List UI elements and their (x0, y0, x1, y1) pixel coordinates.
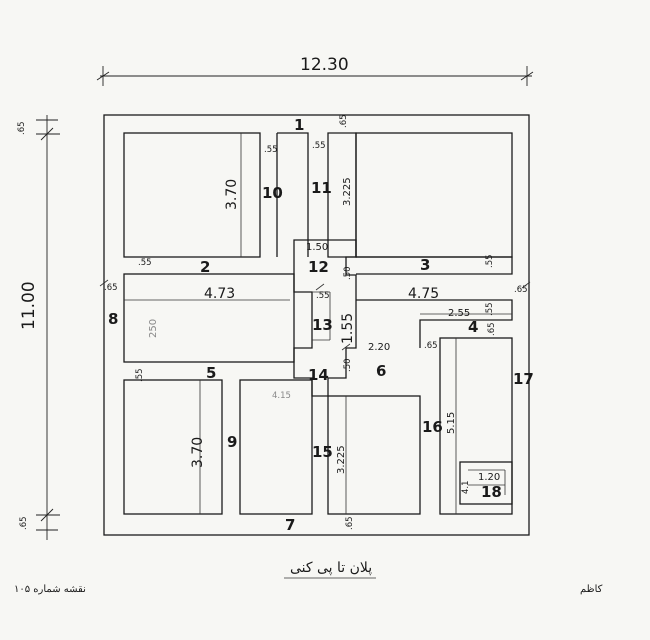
dim-left-room-top-gap: .55 (138, 258, 152, 268)
dim-bottom-center-offset: .65 (345, 516, 355, 530)
dim-room-bottom-mid-height: 3.225 (336, 445, 347, 474)
dim-top-center-a: .55 (264, 145, 278, 155)
wall-number-9: 9 (227, 433, 237, 451)
dim-top-center-b: .55 (312, 141, 326, 151)
wall-number-18: 18 (481, 483, 502, 501)
dim-right-span: 2.55 (448, 308, 470, 319)
dim-center-small-b: .50 (343, 358, 353, 372)
dim-top-center-right: .65 (339, 114, 349, 128)
outer-foundation (103, 114, 530, 536)
dim-center-vertical: 1.55 (340, 313, 356, 344)
wall-number-14: 14 (308, 366, 329, 384)
wall-number-15: 15 (312, 443, 333, 461)
room-bottom-right (439, 337, 513, 515)
wall-number-2: 2 (200, 258, 210, 276)
wall-number-17: 17 (513, 370, 534, 388)
dim-left-edge-offset: .65 (104, 283, 118, 293)
drawing-number-label: نقشه شماره ۱۰۵ (14, 584, 86, 595)
dim-right-step: .65 (487, 322, 497, 336)
wall-number-5: 5 (206, 364, 216, 382)
wall-number-4: 4 (468, 318, 478, 336)
dim-corridor-left-gap: .55 (135, 368, 145, 382)
wall-number-3: 3 (420, 256, 430, 274)
dim-faint-mark: 4.15 (272, 391, 291, 401)
corridor-right-top (356, 256, 513, 275)
tick-marks (99, 279, 531, 351)
room-bottom-mid-left (239, 379, 313, 515)
overall-height-label: 11.00 (19, 281, 39, 330)
dim-center-small-a: .50 (343, 266, 353, 280)
dim-room-top-left-height: 3.70 (224, 179, 240, 210)
top-offset-label: .65 (17, 121, 27, 135)
overall-width-label: 12.30 (300, 55, 349, 75)
small-box (459, 461, 513, 505)
room-top-left (123, 132, 261, 258)
wall-number-6: 6 (376, 362, 386, 380)
wall-number-8: 8 (108, 310, 118, 328)
dim-right-room-height: 5.15 (446, 412, 457, 434)
wall-number-11: 11 (311, 179, 332, 197)
room-top-right (355, 132, 513, 258)
wall-number-12: 12 (308, 258, 329, 276)
dim-right-mid-offset: .65 (424, 341, 438, 351)
dim-right-mid-width: 2.20 (368, 342, 390, 353)
room-outlines (123, 132, 513, 515)
overall-height-dimension: 11.00 .65 .65 (17, 115, 60, 540)
dim-center-width: 1.50 (306, 242, 328, 253)
dim-small-box-width: 1.20 (478, 472, 500, 483)
bottom-offset-label: .65 (19, 516, 29, 530)
dim-room-bottom-left-height: 3.70 (190, 437, 206, 468)
dim-left-corridor-width: 4.73 (204, 286, 235, 302)
signature: کاظم (580, 584, 603, 595)
dim-right-edge-offset: .65 (514, 285, 528, 295)
room-bottom-mid-right (327, 395, 421, 515)
wall-number-16: 16 (422, 418, 443, 436)
dim-center-left-gap: .55 (316, 291, 330, 301)
wall-numbers: 1 2 3 4 5 6 7 8 9 10 11 12 13 14 15 16 1… (108, 116, 534, 534)
wall-number-10: 10 (262, 184, 283, 202)
dimension-labels: .55 .55 .65 3.70 3.225 1.50 .55 .55 .65 … (104, 114, 528, 530)
dim-right-room-top-gap: .55 (485, 254, 495, 268)
dim-room-top-right-height: 3.225 (342, 177, 353, 206)
dim-right-small: .55 (485, 302, 495, 316)
dim-small-box-height: 4.1 (461, 480, 471, 494)
wall-number-13: 13 (312, 316, 333, 334)
corridor-right (356, 299, 513, 348)
room-bottom-left (123, 379, 223, 515)
wall-number-7: 7 (285, 516, 295, 534)
dim-right-corridor-width: 4.75 (408, 286, 439, 302)
plan-caption: پلان تا پی کنی (290, 560, 372, 576)
dim-left-corridor-height: 250 (148, 319, 159, 338)
strip-top-left (277, 132, 309, 257)
wall-number-1: 1 (294, 116, 304, 134)
corridor-left (123, 273, 295, 363)
overall-width-dimension: 12.30 (96, 55, 534, 86)
